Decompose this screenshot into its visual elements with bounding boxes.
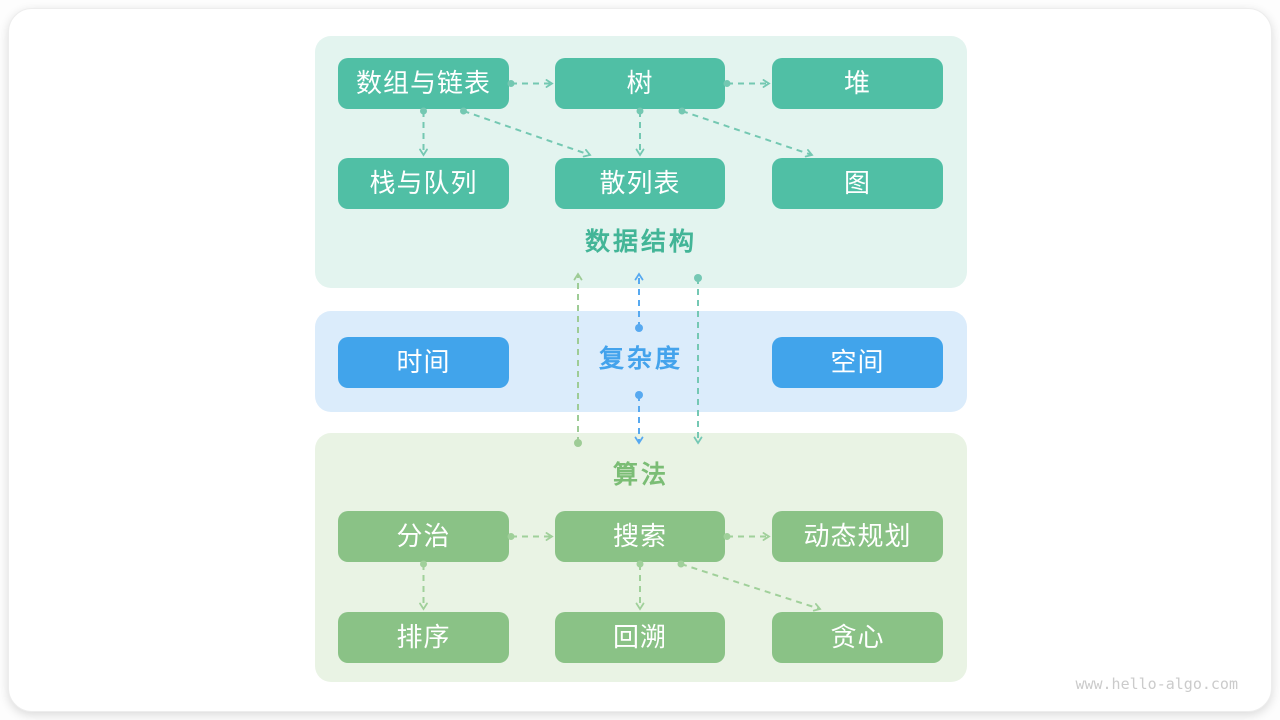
node-tree: 树: [555, 58, 725, 109]
node-stack-queue: 栈与队列: [338, 158, 509, 209]
node-dynamic-programming: 动态规划: [772, 511, 943, 562]
watermark-url: www.hello-algo.com: [1075, 675, 1238, 693]
label-data-structures: 数据结构: [584, 228, 697, 256]
node-space: 空间: [772, 337, 943, 388]
node-divide-conquer: 分治: [338, 511, 509, 562]
node-greedy: 贪心: [772, 612, 943, 663]
node-array-linkedlist: 数组与链表: [338, 58, 509, 109]
node-graph: 图: [772, 158, 943, 209]
node-hash-table: 散列表: [555, 158, 725, 209]
node-sorting: 排序: [338, 612, 509, 663]
label-complexity: 复杂度: [598, 345, 683, 373]
node-time: 时间: [338, 337, 509, 388]
node-search: 搜索: [555, 511, 725, 562]
label-algorithms: 算法: [612, 461, 669, 489]
node-heap: 堆: [772, 58, 943, 109]
node-backtracking: 回溯: [555, 612, 725, 663]
